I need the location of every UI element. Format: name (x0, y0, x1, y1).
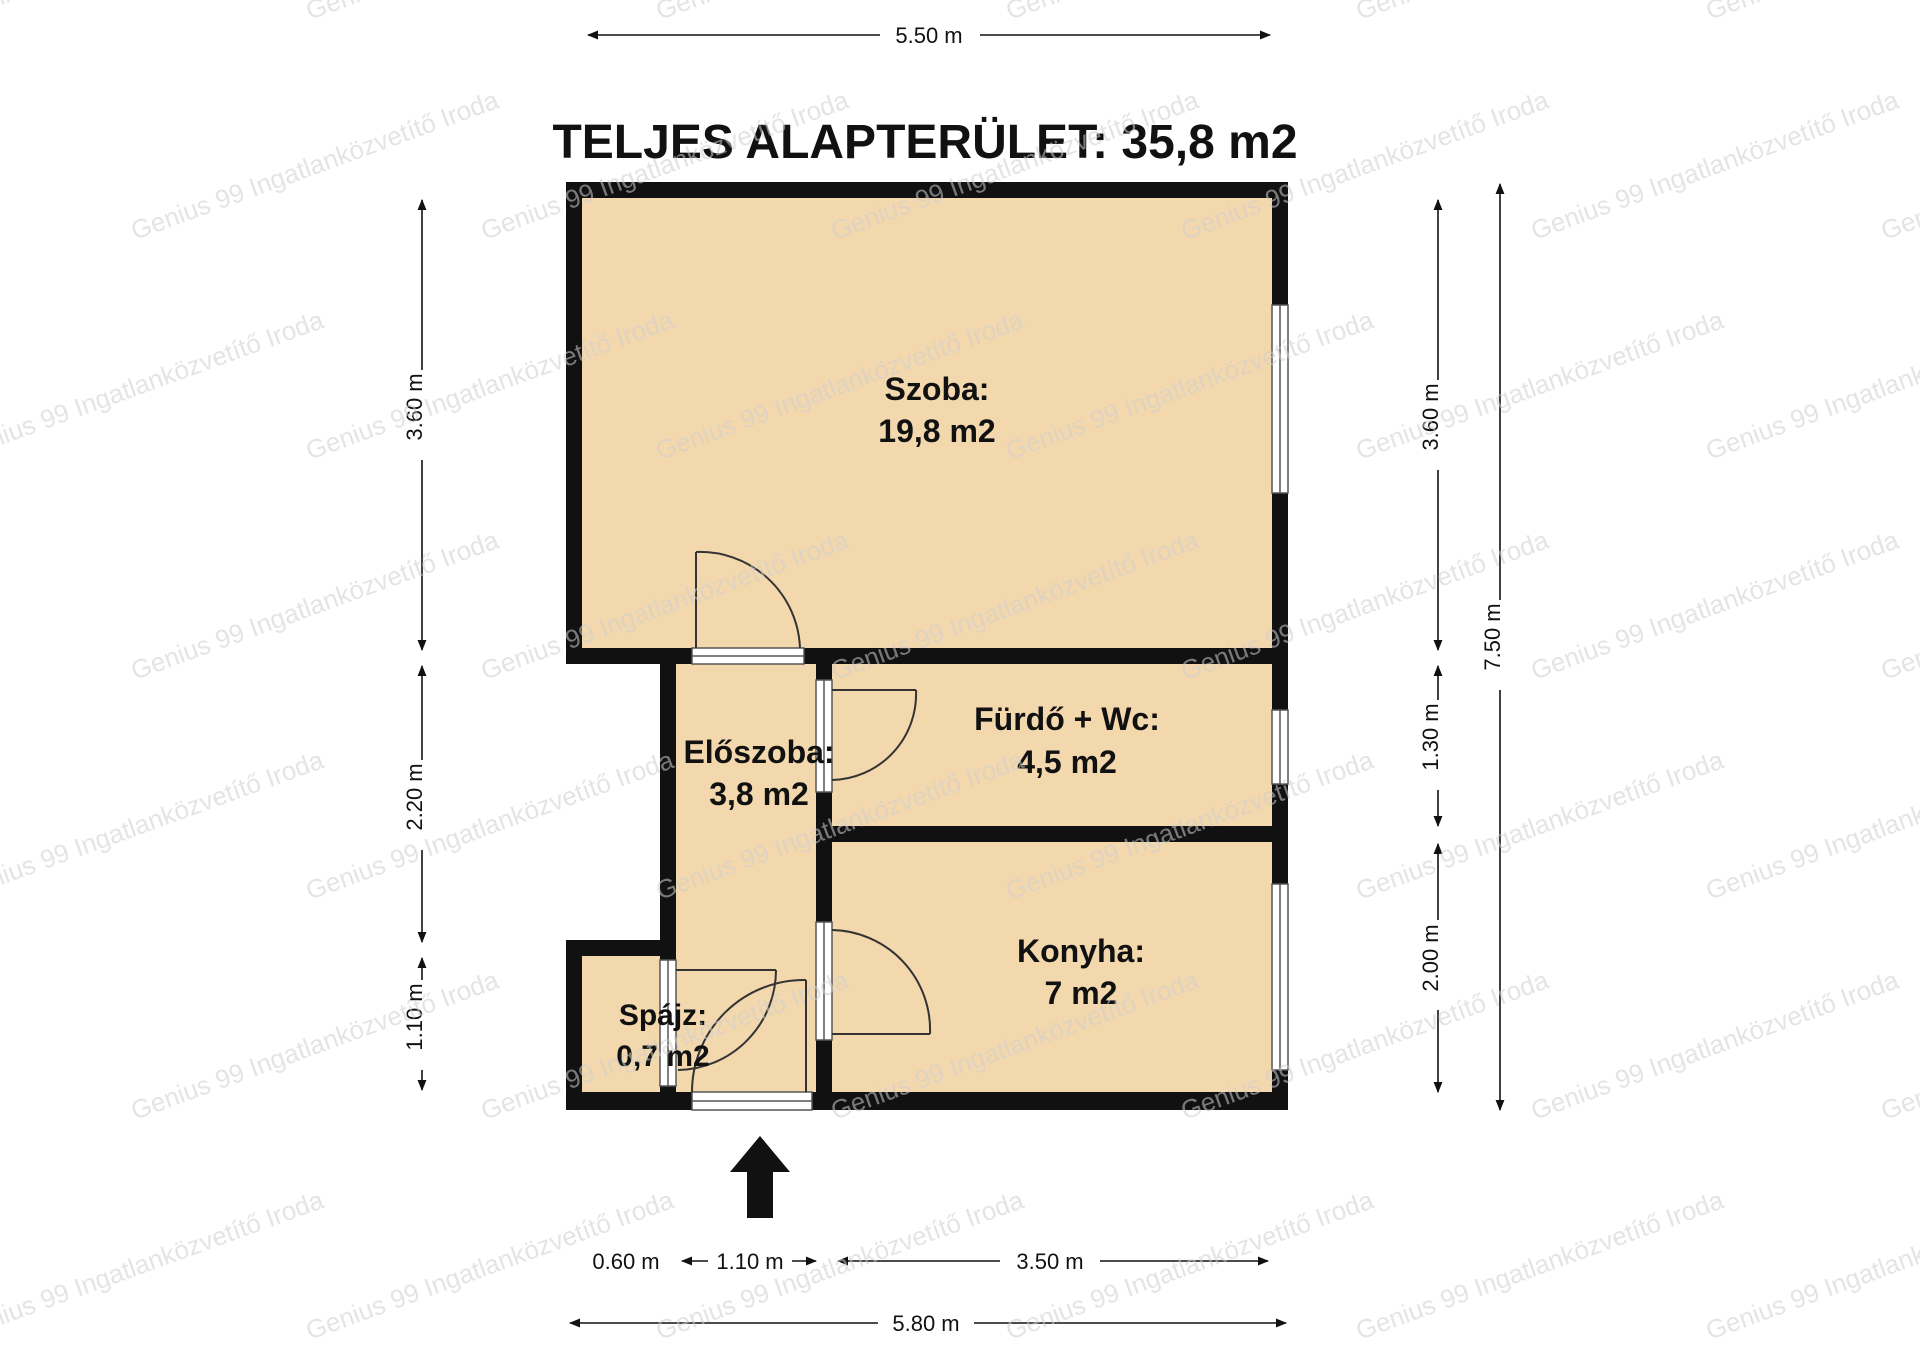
dim-bottom-c: 3.50 m (1016, 1249, 1083, 1274)
windows (1271, 304, 1289, 1071)
room-name-konyha: Konyha: (1017, 933, 1145, 969)
room-area-spajz: 0,7 m2 (616, 1040, 709, 1073)
watermark-text: Genius 99 Ingatlanközvetítő Iroda (1002, 0, 1378, 26)
dim-right-lower: 2.00 m (1418, 924, 1443, 991)
watermark-text: Genius 99 Ingatlanközvetítő Iroda (127, 84, 503, 245)
dim-left-upper: 3.60 m (402, 373, 427, 440)
watermark-text: Genius 99 Ingatlanközvetítő Iroda (1702, 0, 1920, 26)
room-name-spajz: Spájz: (619, 999, 707, 1032)
page-title: TELJES ALAPTERÜLET: 35,8 m2 (552, 116, 1297, 169)
floor-spajz (582, 956, 666, 1092)
watermark-text: Genius 99 Ingatlanközvetítő Iroda (1527, 964, 1903, 1125)
dim-right-upper: 3.60 m (1418, 383, 1443, 450)
watermark-text: Genius 99 Ingatlanközvetítő Iroda (1702, 1184, 1920, 1345)
dim-right-total: 7.50 m (1480, 603, 1505, 670)
room-name-eloszoba: Előszoba: (683, 734, 834, 770)
watermark-text: Genius 99 Ingatlanközvetítő Iroda (127, 964, 503, 1125)
dimension-labels: 5.50 m 3.60 m 2.20 m 1.10 m 3.60 m 1.30 … (402, 23, 1505, 1336)
watermark-text: Genius 99 Ingatlanközvetítő Iroda (1702, 304, 1920, 465)
room-area-konyha: 7 m2 (1045, 975, 1118, 1011)
room-area-furdo: 4,5 m2 (1017, 744, 1117, 780)
doors (659, 550, 932, 1111)
room-name-furdo: Fürdő + Wc: (974, 701, 1160, 737)
room-labels: Szoba: 19,8 m2 Fürdő + Wc: 4,5 m2 Előszo… (616, 371, 1160, 1073)
watermark-text: Genius 99 Ingatlanközvetítő Iroda (0, 0, 328, 26)
room-area-szoba: 19,8 m2 (878, 413, 995, 449)
entrance-arrow-icon (730, 1136, 790, 1218)
watermark-text: Genius 99 Ingatlanközvetítő Iroda (127, 524, 503, 685)
watermark-text: Genius 99 Ingatlanközvetítő Iroda (1527, 84, 1903, 245)
watermark-text: Genius 99 Ingatlanközvetítő Iroda (302, 744, 678, 905)
watermark-text: Genius 99 Ingatlanközvetítő Iroda (0, 1184, 328, 1345)
watermark-text: Genius 99 Ingatlanközvetítő Iroda (1352, 744, 1728, 905)
floor-konyha (832, 842, 1272, 1092)
watermark-text: Genius 99 Ingatlanközvetítő Iroda (302, 0, 678, 26)
dim-left-lower: 1.10 m (402, 983, 427, 1050)
watermark-text: Genius 99 Ingatlanközvetítő Iroda (1702, 744, 1920, 905)
watermark-text: Genius 99 Ingatlanközvetítő Iroda (652, 0, 1028, 26)
watermark-text: Genius 99 Ingatlanközvetítő Iroda (0, 304, 328, 465)
dim-right-middle: 1.30 m (1418, 703, 1443, 770)
watermark-text: Genius 99 Ingatlanközvetítő Iroda (652, 1184, 1028, 1345)
dim-bottom-a: 0.60 m (592, 1249, 659, 1274)
dim-top: 5.50 m (895, 23, 962, 48)
watermark-text: Genius 99 Ingatlanközvetítő Iroda (1352, 0, 1728, 26)
floors (582, 198, 1272, 1102)
dim-left-middle: 2.20 m (402, 763, 427, 830)
room-area-eloszoba: 3,8 m2 (709, 776, 809, 812)
dim-bottom-total: 5.80 m (892, 1311, 959, 1336)
dimension-lines (417, 30, 1505, 1328)
watermark-text: Genius 99 Ingatlanközvetítő Iroda (1352, 304, 1728, 465)
watermark-text: Genius 99 Ingatlanközvetítő Iroda (1527, 524, 1903, 685)
dim-bottom-b: 1.10 m (716, 1249, 783, 1274)
watermark-text: Genius 99 Ingatlanközvetítő Iroda (0, 744, 328, 905)
floor-eloszoba (676, 664, 816, 1102)
room-name-szoba: Szoba: (885, 371, 990, 407)
watermark-text: Genius 99 Ingatlanközvetítő Iroda (1352, 1184, 1728, 1345)
